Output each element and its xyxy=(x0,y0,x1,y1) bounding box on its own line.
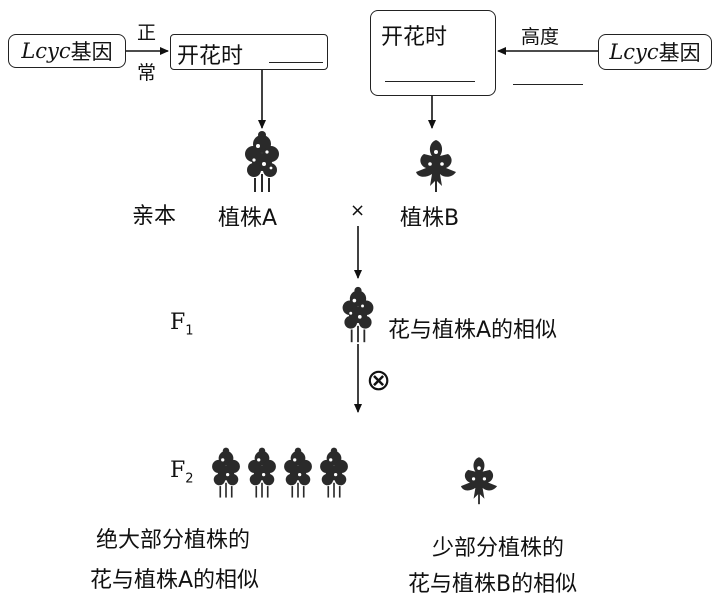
arrow-label-normal-2: 常 xyxy=(137,62,157,84)
blank-answer-left xyxy=(269,62,323,63)
plant-f2-a-icon-1 xyxy=(212,447,240,498)
cross-symbol: × xyxy=(350,200,366,221)
gene-suffix-right: 基因 xyxy=(658,41,701,65)
blank-answer-right-arrow xyxy=(513,84,583,85)
flowering-box-left: 开花时 xyxy=(170,34,328,70)
arrow-label-normal-1: 正 xyxy=(137,22,157,44)
f1-letter: F xyxy=(170,310,186,335)
f2-majority-line-1: 绝大部分植株的 xyxy=(96,528,251,553)
flowering-box-right: 开花时 xyxy=(370,10,496,96)
plant-f1-icon xyxy=(342,286,374,343)
f1-label: F1 xyxy=(170,310,194,338)
f2-subscript: 2 xyxy=(185,471,194,487)
plant-f2-a-icon-3 xyxy=(284,447,312,498)
gene-box-left: Lcyc 基因 xyxy=(8,34,126,68)
flowering-text-right: 开花时 xyxy=(381,25,448,50)
gene-name-left: Lcyc xyxy=(21,39,71,63)
gene-suffix-left: 基因 xyxy=(70,40,113,64)
plant-a-label: 植株A xyxy=(218,206,278,231)
parents-label: 亲本 xyxy=(132,204,177,229)
arrow-label-high: 高度 xyxy=(521,26,560,48)
f2-label: F2 xyxy=(170,458,194,486)
f1-subscript: 1 xyxy=(185,323,194,339)
f2-majority-line-2: 花与植株A的相似 xyxy=(90,568,260,593)
blank-answer-right-box xyxy=(385,81,475,82)
plant-f2-a-icon-2 xyxy=(248,447,276,498)
f2-minority-line-1: 少部分植株的 xyxy=(432,536,565,561)
f2-letter: F xyxy=(170,458,186,483)
f2-minority-line-2: 花与植株B的相似 xyxy=(408,572,578,597)
plant-b-label: 植株B xyxy=(400,206,460,231)
gene-box-right: Lcyc 基因 xyxy=(598,34,712,70)
plant-f2-b-icon xyxy=(460,457,498,505)
f1-description: 花与植株A的相似 xyxy=(388,318,558,343)
flowering-text-left: 开花时 xyxy=(177,44,244,69)
plant-a-icon xyxy=(245,131,279,192)
plant-b-icon xyxy=(416,140,456,192)
plant-f2-a-icon-4 xyxy=(320,447,348,498)
gene-name-right: Lcyc xyxy=(609,40,659,64)
selfing-symbol: ⊗ xyxy=(366,363,392,398)
